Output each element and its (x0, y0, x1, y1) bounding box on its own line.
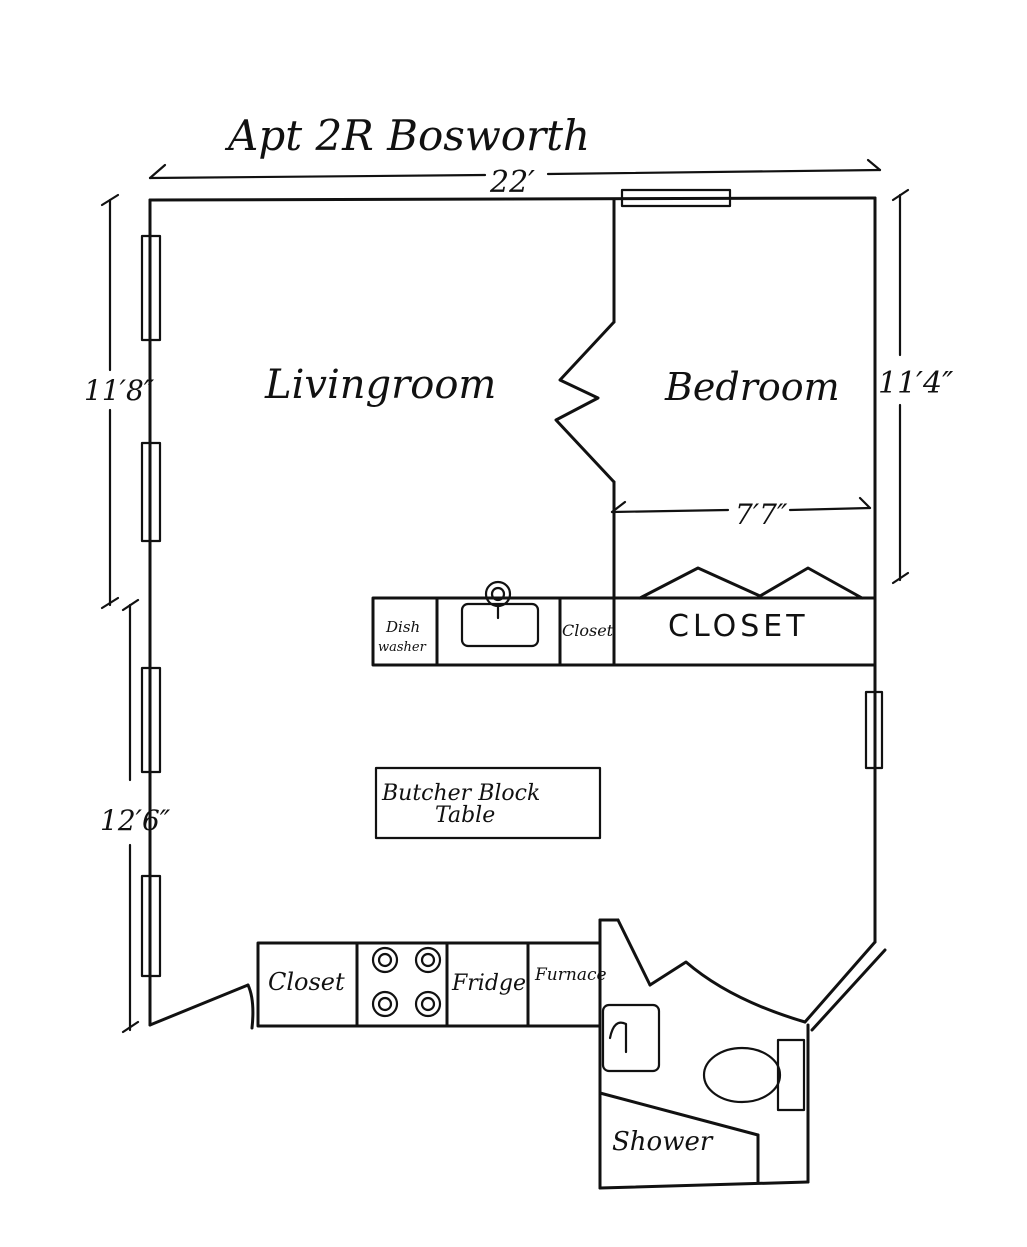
burner-icon (371, 946, 399, 974)
dishwasher-label-1: Dish (385, 618, 420, 636)
table-label-2: Table (435, 803, 495, 828)
stove-burners (371, 946, 442, 1018)
furnace-label: Furnace (534, 965, 607, 985)
dimension-bedroom-width: 7′7″ (610, 496, 872, 531)
faucet-icon (484, 580, 512, 620)
dimension-label-right: 11′4″ (878, 366, 954, 401)
dishwasher-label-2: washer (378, 640, 427, 655)
closet-big-label: CLOSET (668, 609, 809, 644)
closet-hall-label: Closet (268, 968, 345, 996)
counter-closet-row (371, 566, 877, 667)
table-label-1: Butcher Block (381, 781, 540, 806)
fridge-label: Fridge (451, 971, 526, 996)
burner-icon (371, 990, 399, 1018)
closet-small-label: Closet (562, 621, 614, 640)
dimension-width-top: 22′ (148, 158, 882, 200)
bathroom-sink (601, 1003, 661, 1073)
dimension-label-bedroom: 7′7″ (735, 498, 788, 531)
window-right (864, 690, 884, 770)
livingroom-label: Livingroom (264, 362, 496, 408)
kitchen-sink (460, 602, 540, 648)
shower-label: Shower (612, 1127, 714, 1157)
burner-icon (414, 990, 442, 1018)
bathroom (598, 918, 810, 1190)
dimension-left: 11′8″ 12′6″ (84, 193, 171, 1034)
dimension-right: 11′4″ (878, 188, 954, 585)
plan-title: Apt 2R Bosworth (224, 111, 590, 160)
burner-icon (414, 946, 442, 974)
butcher-block-table: Butcher Block Table (374, 766, 602, 840)
bedroom-label: Bedroom (664, 365, 840, 409)
windows-left (140, 234, 162, 978)
outer-walls (148, 196, 887, 1032)
dimension-label-left-upper: 11′8″ (84, 374, 155, 407)
window-top (620, 188, 732, 208)
dimension-label-width: 22′ (489, 165, 535, 200)
toilet-icon (702, 1038, 806, 1112)
dimension-label-left-lower: 12′6″ (100, 804, 171, 837)
bedroom-partition (554, 198, 616, 667)
